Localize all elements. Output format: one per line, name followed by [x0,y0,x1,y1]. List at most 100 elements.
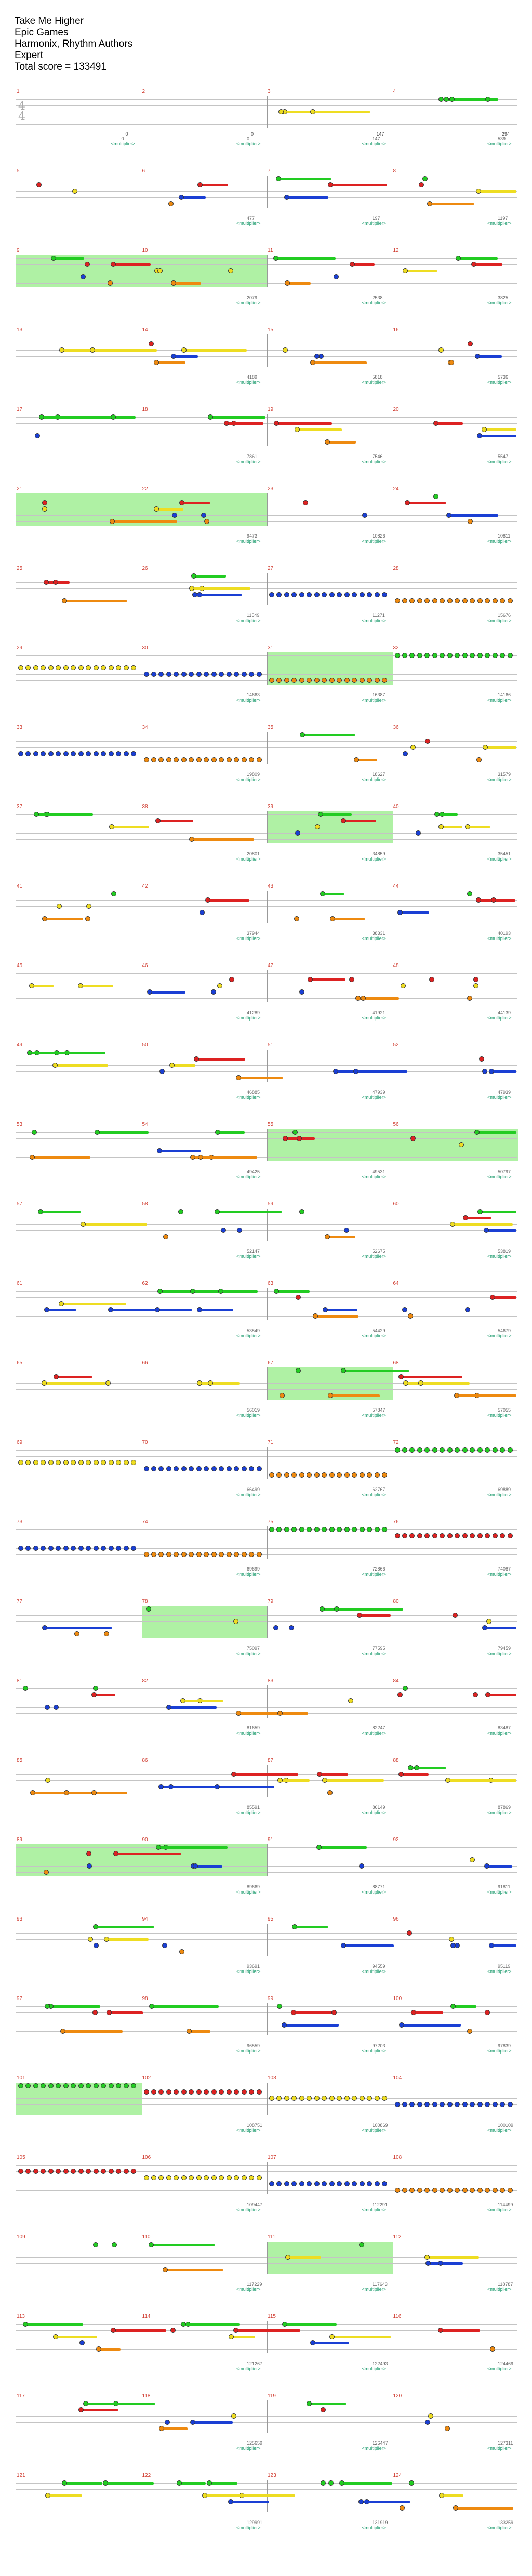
note-yellow [284,2096,289,2101]
note-yellow [329,2334,335,2339]
bar-line [267,1050,268,1082]
note-yellow [285,2255,290,2260]
note-green [191,573,197,579]
measure-number: 113 [17,2314,25,2319]
song-title: Take Me Higher [15,16,84,26]
measure-score: 10826 [372,533,385,539]
sustain-orange [173,282,202,285]
sustain-orange [313,361,367,364]
note-red [48,2169,54,2174]
note-orange [219,1552,224,1557]
note-yellow [382,2096,388,2101]
note-green [340,1368,346,1373]
note-green [93,2083,99,2088]
note-orange [409,598,415,603]
note-blue [344,2181,350,2186]
bar-line [267,1924,268,1956]
note-yellow [104,1937,110,1942]
sustain-red [359,1614,391,1617]
note-blue [359,2181,365,2186]
measure-number: 98 [142,1996,148,2002]
note-blue [402,2102,407,2107]
measure-score: 52147 [247,1249,260,1254]
note-yellow [109,824,115,829]
note-blue [314,2181,320,2186]
measure-number: 37 [17,804,23,810]
note-yellow [322,1778,327,1783]
note-green [500,653,506,658]
sustain-red [436,422,463,425]
sustain-yellow [83,1223,148,1226]
multiplier-label: <multiplier> [236,2366,261,2371]
lane-line [16,1554,517,1555]
note-blue [33,1546,38,1551]
measure-score: 89669 [247,1884,260,1889]
measure-number: 104 [393,2075,402,2081]
measure-number: 102 [142,2075,151,2081]
sustain-blue [361,2501,410,2503]
note-green [382,1527,388,1532]
note-red [189,2089,194,2095]
sustain-red [113,263,151,266]
note-yellow [78,665,84,670]
note-yellow [403,1380,408,1386]
measure-score: 9473 [247,533,258,539]
measure-number: 7 [268,168,271,174]
note-orange [249,757,255,762]
bar-line [267,334,268,367]
note-green [492,653,498,658]
sustain-red [236,2329,301,2332]
sustain-yellow [44,1382,106,1385]
sustain-orange [238,1712,295,1715]
note-blue [174,1466,179,1471]
sustain-orange [315,1315,359,1318]
note-yellow [151,2175,156,2180]
note-green [39,414,45,420]
note-yellow [189,586,194,591]
note-green [41,2083,46,2088]
measure-number: 14 [142,327,148,333]
sustain-red [158,820,194,822]
note-red [53,1374,59,1379]
note-green [449,97,455,102]
measure-score: 124469 [498,2361,514,2366]
note-orange [110,519,115,524]
note-blue [196,1466,202,1471]
note-red [52,580,58,585]
note-yellow [233,1619,238,1624]
multiplier-label: <multiplier> [362,1572,387,1577]
multiplier-label: <multiplier> [236,380,261,385]
note-blue [131,1546,137,1551]
sustain-green [40,1211,81,1213]
sustain-green [337,1608,404,1611]
note-blue [470,2102,475,2107]
multiplier-label: <multiplier> [236,1174,261,1179]
sustain-orange [201,1156,257,1159]
note-blue [295,830,301,836]
note-blue [299,989,304,995]
note-yellow [101,1460,107,1465]
note-orange [462,598,468,603]
measure-score: 86149 [372,1805,385,1810]
note-orange [151,757,156,762]
measure-number: 4 [393,89,396,95]
note-blue [402,1307,408,1312]
note-blue [211,1466,217,1471]
sustain-blue [195,1865,223,1868]
measure-score: 95119 [498,1964,511,1969]
note-orange [189,757,194,762]
note-blue [425,2420,431,2425]
measure-number: 94 [142,1916,148,1922]
measure-number: 36 [393,725,399,730]
sustain-blue [192,2421,233,2424]
note-red [234,2089,240,2095]
multiplier-label: <multiplier> [487,697,512,703]
note-yellow [277,1778,283,1783]
note-orange [29,1155,35,1160]
difficulty-label: Expert [15,50,43,61]
note-orange [181,757,187,762]
bar-line [267,2321,268,2353]
